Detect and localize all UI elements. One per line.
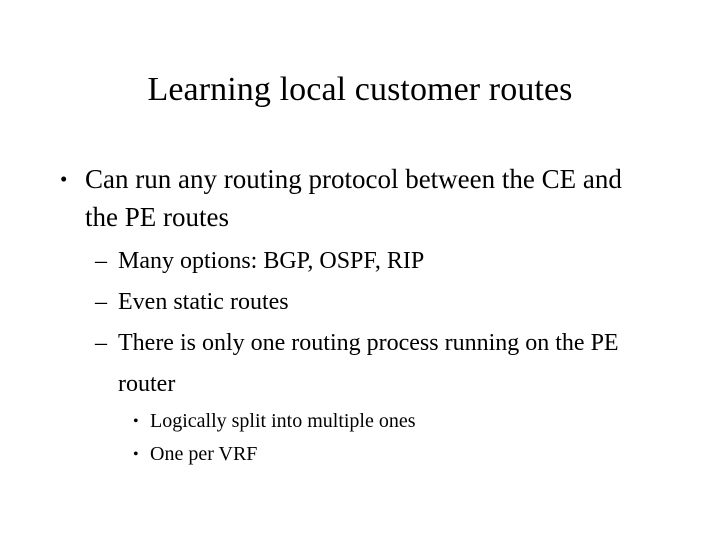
bullet-text: Many options: BGP, OSPF, RIP: [118, 248, 425, 274]
bullet-text: There is only one routing process runnin…: [118, 330, 619, 397]
bullet-marker-dot: •: [133, 413, 139, 430]
bullet-item-level2[interactable]: – Even static routes: [0, 282, 720, 323]
bullet-marker-dot: •: [60, 167, 68, 191]
bullet-marker-dash: –: [95, 289, 107, 315]
bullet-item-level2[interactable]: – Many options: BGP, OSPF, RIP: [0, 241, 720, 282]
bullet-item-level3[interactable]: • Logically split into multiple ones: [0, 405, 720, 438]
bullet-item-level1[interactable]: • Can run any routing protocol between t…: [0, 160, 720, 236]
bullet-marker-dash: –: [95, 248, 107, 274]
bullet-item-level3[interactable]: • One per VRF: [0, 438, 720, 471]
slide-title: Learning local customer routes: [147, 71, 573, 108]
slide-body-outline: • Can run any routing protocol between t…: [0, 160, 720, 471]
bullet-text: Logically split into multiple ones: [150, 410, 416, 432]
bullet-item-level2[interactable]: – There is only one routing process runn…: [0, 323, 720, 405]
bullet-marker-dash: –: [95, 330, 107, 356]
bullet-marker-dot: •: [133, 446, 139, 463]
bullet-text: One per VRF: [150, 443, 258, 465]
bullet-text: Can run any routing protocol between the…: [85, 164, 622, 232]
bullet-text: Even static routes: [118, 289, 289, 315]
